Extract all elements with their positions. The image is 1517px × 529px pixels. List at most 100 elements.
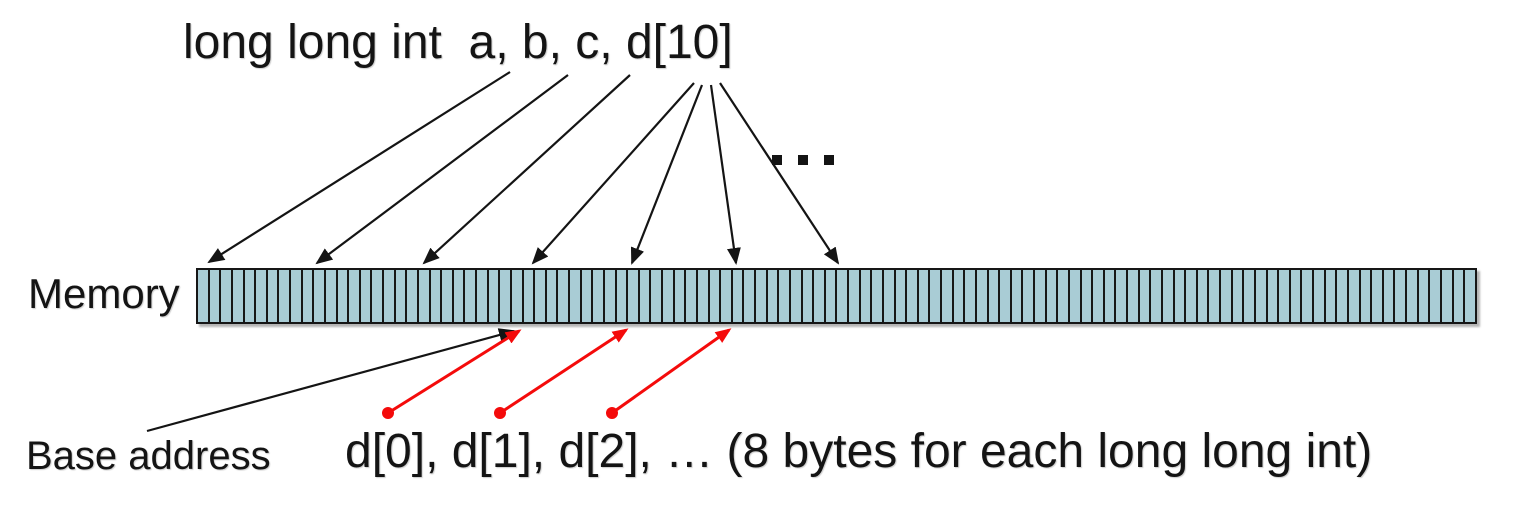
red-arrow-d1 — [499, 328, 629, 415]
memory-cell — [546, 270, 559, 322]
pointer-arrow-d-4 — [719, 82, 840, 265]
memory-cell — [1232, 270, 1245, 322]
memory-cell — [558, 270, 570, 322]
memory-cell — [1325, 270, 1338, 322]
pointer-arrow-d-1 — [531, 82, 695, 265]
memory-cell — [1337, 270, 1349, 322]
memory-cell — [1069, 270, 1082, 322]
memory-cell — [360, 270, 373, 322]
memory-cell — [349, 270, 361, 322]
memory-cell — [1279, 270, 1291, 322]
memory-cell — [918, 270, 931, 322]
memory-cell — [767, 270, 780, 322]
declaration-text: long long int a, b, c, d[10] — [183, 16, 733, 69]
memory-cell — [1348, 270, 1361, 322]
memory-cell — [976, 270, 989, 322]
memory-cell — [1418, 270, 1431, 322]
ellipsis-dot — [798, 155, 808, 165]
memory-cell — [1023, 270, 1035, 322]
memory-cell — [418, 270, 431, 322]
memory-cell — [1174, 270, 1187, 322]
memory-cell — [1011, 270, 1024, 322]
memory-cell — [407, 270, 419, 322]
memory-cell — [1197, 270, 1210, 322]
memory-cell — [1139, 270, 1152, 322]
memory-cell — [674, 270, 687, 322]
memory-cell — [488, 270, 501, 322]
memory-cell — [883, 270, 896, 322]
memory-cell — [581, 270, 594, 322]
memory-cell — [430, 270, 443, 322]
ellipsis-dot — [824, 155, 834, 165]
memory-cell — [628, 270, 640, 322]
memory-cell — [1441, 270, 1454, 322]
memory-cell — [291, 270, 303, 322]
memory-cell — [988, 270, 1001, 322]
memory-cell — [1395, 270, 1407, 322]
memory-cell — [1290, 270, 1303, 322]
memory-cell — [593, 270, 605, 322]
memory-cell — [721, 270, 733, 322]
memory-cell — [1116, 270, 1128, 322]
memory-cell — [837, 270, 849, 322]
memory-cell — [1104, 270, 1117, 322]
memory-cell — [337, 270, 350, 322]
memory-bar — [196, 268, 1477, 324]
memory-cell — [221, 270, 233, 322]
memory-cell — [1430, 270, 1442, 322]
memory-cell — [651, 270, 663, 322]
memory-cell — [732, 270, 745, 322]
memory-cell — [779, 270, 791, 322]
memory-cell — [1000, 270, 1012, 322]
memory-cell — [453, 270, 466, 322]
memory-cell — [523, 270, 536, 322]
ellipsis-icon — [772, 155, 834, 165]
pointer-arrow-d-3 — [709, 84, 741, 265]
memory-cell — [1151, 270, 1163, 322]
memory-cell — [872, 270, 884, 322]
red-arrow-d2 — [611, 328, 732, 415]
memory-cell — [535, 270, 547, 322]
memory-cell — [744, 270, 756, 322]
pointer-arrow-c — [422, 74, 631, 265]
red-dot-d0 — [382, 407, 394, 419]
memory-cell — [814, 270, 826, 322]
memory-cell — [616, 270, 629, 322]
pointer-arrow-a — [207, 71, 511, 264]
memory-cell — [965, 270, 977, 322]
array-elements-label: d[0], d[1], d[2], … (8 bytes for each lo… — [345, 425, 1373, 478]
memory-cell — [849, 270, 861, 322]
memory-cell — [232, 270, 245, 322]
memory-cell — [325, 270, 338, 322]
memory-cell — [209, 270, 222, 322]
memory-cell — [1267, 270, 1280, 322]
base-address-arrow — [146, 328, 516, 433]
memory-cell — [802, 270, 815, 322]
memory-cell — [663, 270, 675, 322]
memory-cell — [930, 270, 942, 322]
memory-cell — [395, 270, 408, 322]
memory-cell — [1255, 270, 1268, 322]
memory-cell — [1314, 270, 1326, 322]
memory-cell — [198, 270, 210, 322]
memory-cell — [244, 270, 257, 322]
memory-cell — [825, 270, 838, 322]
memory-cell — [1453, 270, 1466, 322]
memory-cell — [1128, 270, 1140, 322]
memory-cell — [384, 270, 396, 322]
memory-cell — [942, 270, 954, 322]
base-address-label: Base address — [26, 434, 271, 478]
memory-cell — [500, 270, 512, 322]
memory-cell — [1407, 270, 1419, 322]
memory-cell — [907, 270, 919, 322]
red-dot-d2 — [606, 407, 618, 419]
memory-cell — [953, 270, 966, 322]
memory-cell — [1209, 270, 1221, 322]
ellipsis-dot — [772, 155, 782, 165]
memory-cell — [1360, 270, 1373, 322]
memory-cell — [604, 270, 617, 322]
red-dot-d1 — [494, 407, 506, 419]
memory-cell — [372, 270, 384, 322]
memory-cell — [895, 270, 908, 322]
